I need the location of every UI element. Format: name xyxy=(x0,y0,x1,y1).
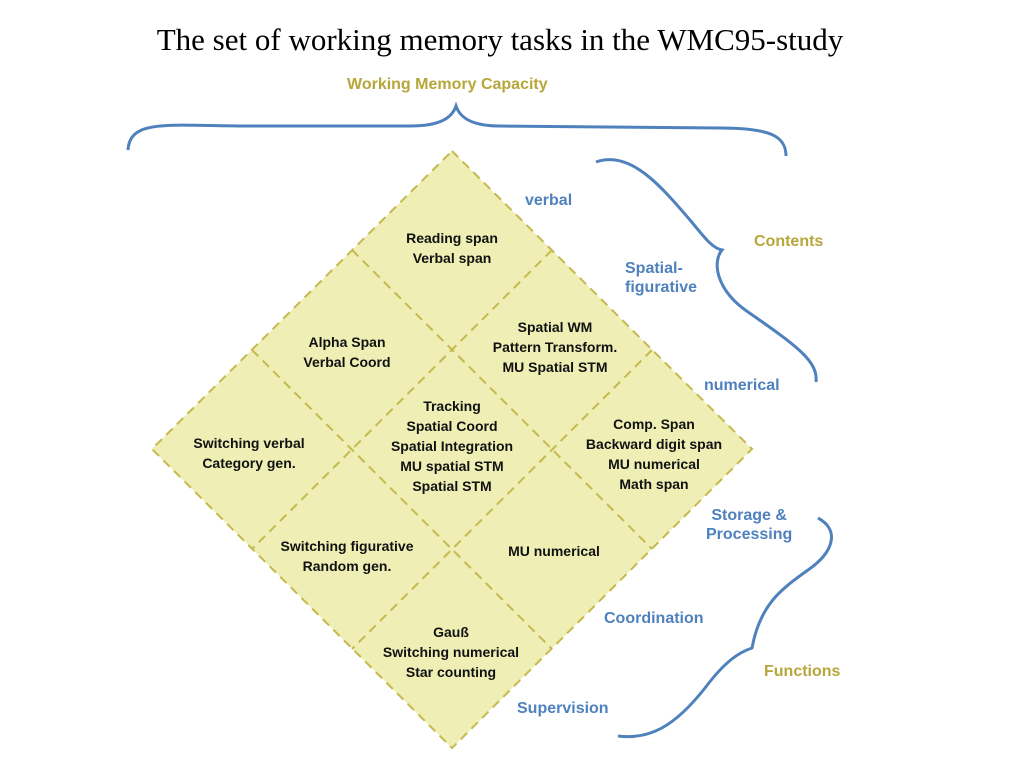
content-spatial-figurative-label: Spatial- figurative xyxy=(625,260,698,297)
cell-verbal-storage: Reading span Verbal span xyxy=(406,228,498,268)
task-label: Spatial WM xyxy=(517,319,593,335)
cell-spatial-supervision: Switching figurative Random gen. xyxy=(280,536,413,576)
task-label: Switching verbal xyxy=(193,435,305,451)
task-label: MU numerical xyxy=(608,456,700,472)
task-label: Switching figurative xyxy=(280,538,414,554)
task-label: Category gen. xyxy=(202,455,296,471)
task-label: Spatial STM xyxy=(412,478,492,494)
functions-group-label: Functions xyxy=(764,663,841,680)
cell-numerical-coordination: MU numerical xyxy=(508,541,600,561)
task-label: Backward digit span xyxy=(585,436,723,452)
grid-line xyxy=(351,249,653,550)
task-label: MU Spatial STM xyxy=(502,359,608,375)
cell-verbal-coordination: Alpha Span Verbal Coord xyxy=(303,332,390,372)
function-coordination-label: Coordination xyxy=(604,610,704,627)
task-label: Pattern Transform. xyxy=(492,339,618,355)
task-label: Verbal Coord xyxy=(303,354,391,370)
task-label: Reading span xyxy=(406,230,498,246)
task-label: Math span xyxy=(619,476,689,492)
cell-verbal-supervision: Switching verbal Category gen. xyxy=(193,433,304,473)
cell-numerical-supervision: Gauß Switching numerical Star counting xyxy=(383,622,519,682)
working-memory-capacity-label: Working Memory Capacity xyxy=(347,76,548,93)
function-storage-processing-label: Storage & Processing xyxy=(706,507,793,544)
task-matrix-diamond xyxy=(150,149,754,750)
task-label: MU numerical xyxy=(508,543,600,559)
task-label: Gauß xyxy=(433,624,469,640)
cell-numerical-storage: Comp. Span Backward digit span MU numeri… xyxy=(586,414,722,494)
page-title: The set of working memory tasks in the W… xyxy=(156,22,844,57)
task-label: Switching numerical xyxy=(382,644,520,660)
task-label: Verbal span xyxy=(412,250,492,266)
cell-spatial-storage: Spatial WM Pattern Transform. MU Spatial… xyxy=(493,317,617,377)
grid-line xyxy=(251,249,553,550)
task-label: Spatial Integration xyxy=(390,438,514,454)
cell-spatial-coordination: Tracking Spatial Coord Spatial Integrati… xyxy=(391,396,513,496)
task-label: Random gen. xyxy=(302,558,392,574)
task-label: Comp. Span xyxy=(613,416,695,432)
top-brace xyxy=(126,101,788,157)
task-label: Tracking xyxy=(423,398,481,414)
contents-group-label: Contents xyxy=(754,233,824,250)
contents-brace xyxy=(595,158,818,383)
functions-brace xyxy=(617,516,833,739)
task-label: Spatial Coord xyxy=(406,418,498,434)
content-verbal-label: verbal xyxy=(525,192,573,209)
function-supervision-label: Supervision xyxy=(517,700,609,717)
task-label: Alpha Span xyxy=(308,334,386,350)
grid-line xyxy=(351,349,653,650)
task-label: MU spatial STM xyxy=(400,458,504,474)
task-label: Star counting xyxy=(405,664,497,680)
content-numerical-label: numerical xyxy=(704,377,780,394)
grid-line xyxy=(251,349,553,650)
